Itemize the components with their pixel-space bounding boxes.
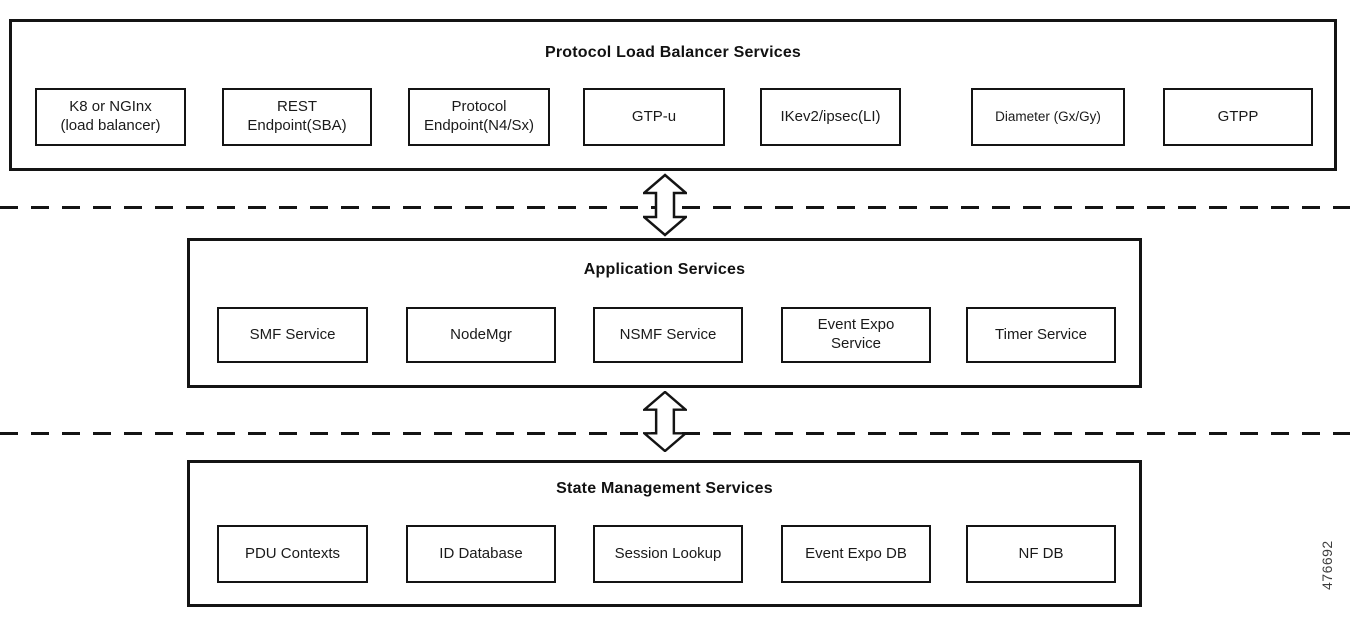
box-event-expo-db: Event Expo DB (781, 525, 931, 583)
layer-state-management-services: State Management Services PDU Contexts I… (187, 460, 1142, 607)
figure-number: 476692 (1319, 540, 1335, 590)
box-nsmf-service: NSMF Service (593, 307, 743, 363)
layer-title: State Management Services (556, 480, 773, 497)
bidirectional-arrow-icon (643, 173, 687, 237)
layer-title: Application Services (583, 261, 746, 278)
box-label: NSMF Service (619, 325, 717, 343)
box-label: REST Endpoint(SBA) (247, 98, 347, 134)
box-label: Event Expo Service (817, 316, 895, 352)
box-k8-nginx-load-balancer: K8 or NGInx (load balancer) (35, 88, 186, 146)
box-gtpp: GTPP (1163, 88, 1313, 146)
box-label: NodeMgr (450, 325, 512, 343)
box-label: Session Lookup (614, 544, 722, 562)
box-label: K8 or NGInx (load balancer) (60, 98, 161, 134)
box-label: ID Database (439, 544, 523, 562)
box-session-lookup: Session Lookup (593, 525, 743, 583)
box-event-expo-service: Event Expo Service (781, 307, 931, 363)
box-label: GTPP (1217, 107, 1259, 125)
box-nf-db: NF DB (966, 525, 1116, 583)
layer-title: Protocol Load Balancer Services (544, 44, 802, 61)
box-ikev2-ipsec-li: IKev2/ipsec(LI) (760, 88, 901, 146)
box-label: IKev2/ipsec(LI) (780, 107, 881, 125)
box-label: Event Expo DB (805, 544, 907, 562)
box-diameter-gx-gy: Diameter (Gx/Gy) (971, 88, 1125, 146)
box-rest-endpoint-sba: REST Endpoint(SBA) (222, 88, 372, 146)
box-label: PDU Contexts (244, 544, 341, 562)
box-protocol-endpoint-n4-sx: Protocol Endpoint(N4/Sx) (408, 88, 550, 146)
box-id-database: ID Database (406, 525, 556, 583)
box-pdu-contexts: PDU Contexts (217, 525, 368, 583)
box-label: Protocol Endpoint(N4/Sx) (423, 98, 535, 134)
box-smf-service: SMF Service (217, 307, 368, 363)
box-label: NF DB (1018, 544, 1064, 562)
bidirectional-arrow-icon (643, 391, 687, 452)
box-nodemgr: NodeMgr (406, 307, 556, 363)
box-timer-service: Timer Service (966, 307, 1116, 363)
box-gtp-u: GTP-u (583, 88, 725, 146)
box-label: Diameter (Gx/Gy) (995, 108, 1101, 124)
box-label: SMF Service (249, 325, 336, 343)
box-label: Timer Service (995, 325, 1087, 343)
layer-application-services: Application Services SMF Service NodeMgr… (187, 238, 1142, 388)
box-label: GTP-u (631, 107, 677, 125)
layer-protocol-load-balancer-services: Protocol Load Balancer Services K8 or NG… (9, 19, 1337, 171)
